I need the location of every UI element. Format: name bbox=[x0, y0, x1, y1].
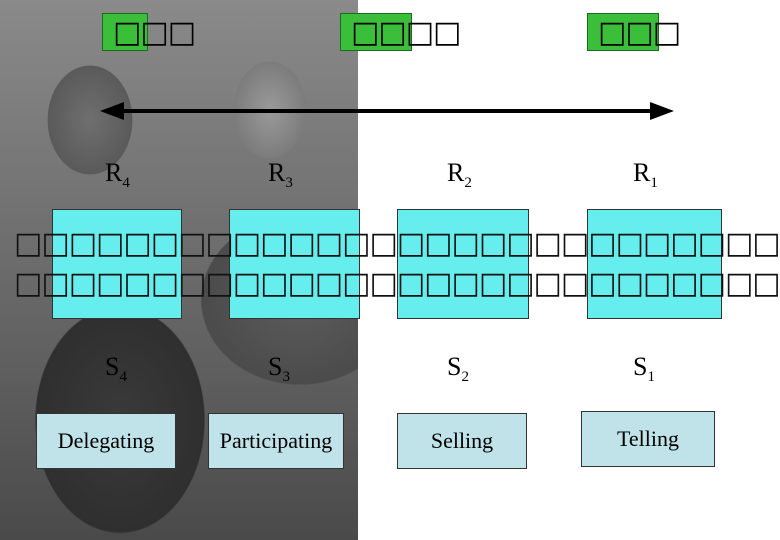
box-text-row-1: □□□□□□□□□□□□□□□□□□□□□□□□□□□□ bbox=[14, 226, 780, 261]
style-name-participating: Participating bbox=[208, 413, 344, 469]
style-box-delegating bbox=[52, 209, 182, 319]
style-name-telling: Telling bbox=[581, 411, 715, 467]
continuum-arrow bbox=[100, 102, 674, 120]
style-box-selling bbox=[397, 209, 529, 319]
box-text-row-2: □□□□□□□□□□□□□□□□□□□□□□□□□□□□ bbox=[14, 266, 780, 301]
title-box-right: □□□ bbox=[587, 13, 681, 51]
title-text-right: □□□ bbox=[598, 14, 681, 50]
title-text-center: □□□□ bbox=[351, 14, 461, 50]
title-text-left: □□□ bbox=[113, 14, 196, 50]
style-code-s4: S4 bbox=[105, 352, 127, 385]
title-box-left: □□□ bbox=[102, 13, 196, 51]
style-code-s1: S1 bbox=[633, 352, 655, 385]
readiness-label-r2: R2 bbox=[447, 158, 472, 191]
style-name-delegating: Delegating bbox=[36, 413, 176, 469]
style-name-selling: Selling bbox=[397, 413, 527, 469]
style-box-participating bbox=[229, 209, 360, 319]
style-code-s3: S3 bbox=[268, 352, 290, 385]
title-box-center: □□□□ bbox=[340, 13, 461, 51]
style-code-s2: S2 bbox=[447, 352, 469, 385]
readiness-label-r3: R3 bbox=[268, 158, 293, 191]
style-box-telling bbox=[587, 209, 722, 319]
readiness-label-r4: R4 bbox=[105, 158, 130, 191]
readiness-label-r1: R1 bbox=[633, 158, 658, 191]
